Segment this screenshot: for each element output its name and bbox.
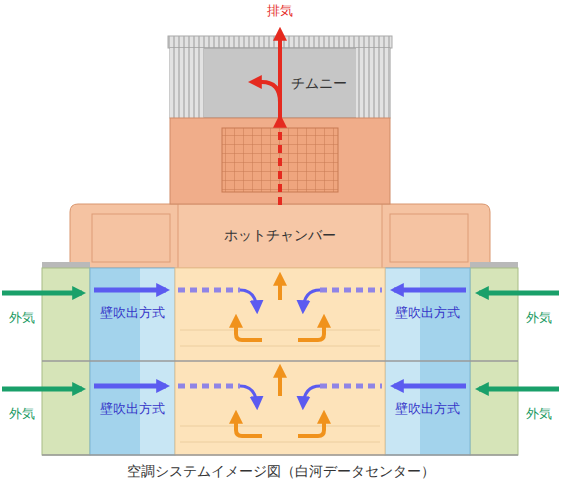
wall-supply-box: 壁吹出方式	[385, 298, 470, 328]
hot-chamber-box: ホットチャンバー	[178, 205, 382, 265]
floor-line	[42, 454, 518, 456]
cold-air-arrow	[240, 386, 257, 406]
outside-air-arrow	[2, 291, 82, 296]
outside-air-label: 外気	[526, 406, 552, 422]
supply-air-arrow	[94, 288, 166, 293]
outside-air-label: 外気	[9, 310, 35, 326]
outside-air-arrow	[479, 387, 559, 392]
chimney-louver	[356, 48, 390, 118]
wall-supply-box: 壁吹出方式	[90, 298, 175, 328]
warm-air-arrow	[278, 368, 282, 396]
wall-supply-box: 壁吹出方式	[90, 394, 175, 424]
exhaust-label: 排気	[267, 3, 293, 19]
outside-air-arrow	[2, 387, 82, 392]
hot-tier	[70, 204, 490, 268]
exhaust-arrow	[278, 31, 282, 118]
figure-caption: 空調システムイメージ図（白河データセンター）	[127, 463, 435, 480]
side-room	[92, 214, 170, 262]
airflow-connector	[278, 118, 282, 205]
supply-air-arrow	[394, 384, 466, 389]
wall-supply-box: 壁吹出方式	[385, 394, 470, 424]
supply-air-arrow	[394, 288, 466, 293]
warm-air-arrow	[278, 276, 282, 300]
upper-hot-tier	[170, 118, 390, 204]
node-text: ホットチャンバー	[221, 227, 339, 244]
outside-air-label: 外気	[526, 310, 552, 326]
outside-air-label: 外気	[9, 406, 35, 422]
warm-air-arrow	[298, 414, 324, 436]
floor-line	[42, 360, 518, 362]
warm-air-arrow	[236, 318, 262, 340]
cold-air-arrow	[303, 290, 320, 310]
node-text: チムニー	[288, 75, 350, 92]
outside-air-arrow	[479, 291, 559, 296]
node-text: 壁吹出方式	[100, 401, 165, 417]
roof-strip	[42, 262, 90, 268]
warm-air-arrow	[298, 318, 324, 340]
side-room	[390, 214, 468, 262]
exhaust-arrow	[252, 82, 280, 102]
roof-strip	[470, 262, 518, 268]
chimney-louver	[170, 48, 204, 118]
node-text: 壁吹出方式	[395, 401, 460, 417]
chimney-box: チムニー	[170, 48, 390, 118]
cold-air-arrow	[240, 290, 257, 310]
warm-air-arrow	[236, 414, 262, 436]
cold-air-arrow	[303, 386, 320, 406]
node-text: 壁吹出方式	[100, 305, 165, 321]
node-text: 壁吹出方式	[395, 305, 460, 321]
supply-air-arrow	[94, 384, 166, 389]
hot-chamber-room	[178, 204, 382, 268]
